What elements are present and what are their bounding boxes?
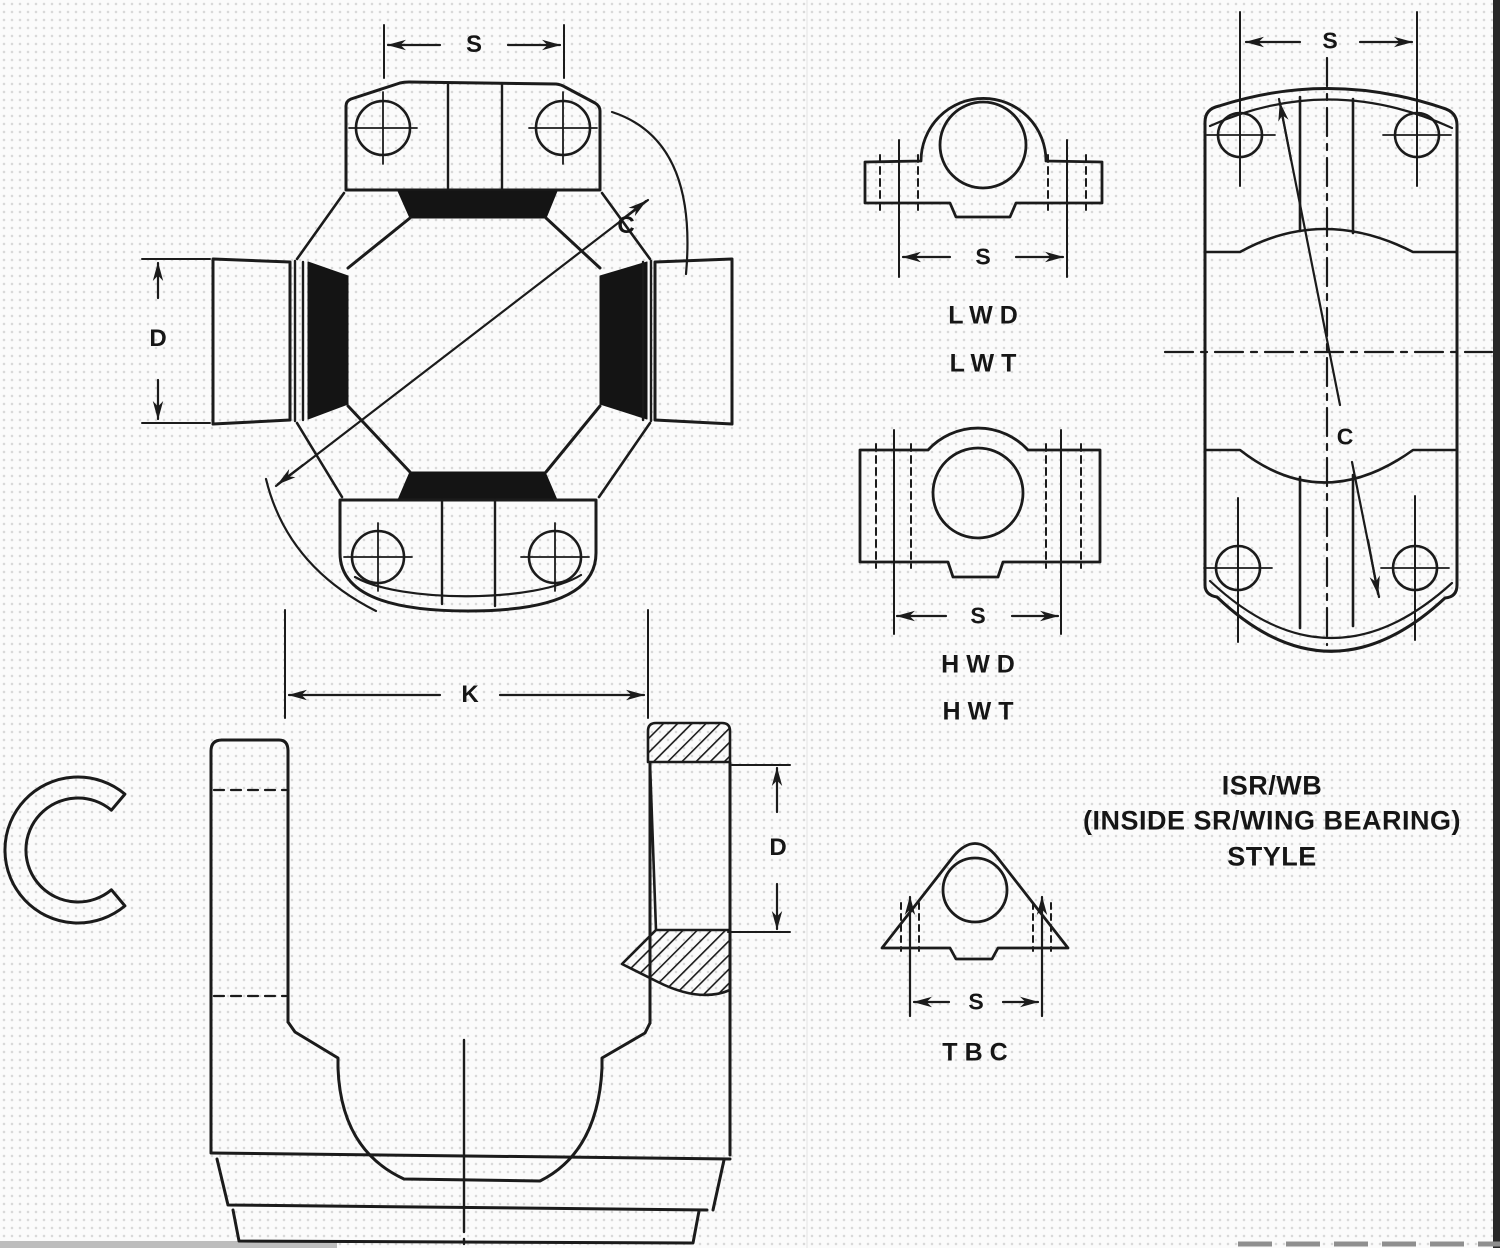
hwd-outline (858, 426, 1102, 579)
plate-bolt-centerlines-horizontal (1203, 134, 1452, 569)
scan-edge-bar (1493, 0, 1500, 1248)
snap-ring-outline (3, 775, 127, 925)
dim-label-k-main: K (461, 681, 479, 708)
top-cap-outline (344, 80, 602, 192)
top-cap-bolt-crosshairs (348, 91, 598, 165)
dim-s-extension-lines (383, 24, 565, 79)
dim-label-s-tbc: S (968, 988, 984, 1015)
isr-wb-title-line3: STYLE (1227, 841, 1317, 872)
caption-hwd: HWD (941, 650, 1022, 679)
hwd-hwt-style-view (858, 426, 1102, 635)
plate-dim-c-arrow-down (1366, 538, 1380, 596)
dim-label-c-plate: C (1336, 423, 1354, 450)
lwd-dim-extension-lines (898, 139, 1068, 278)
caption-hwt: HWT (942, 697, 1021, 726)
trunnion-shoulders (295, 191, 652, 499)
lwd-bolt-hidden-lines (879, 154, 1087, 213)
scan-strip-left (0, 1241, 337, 1248)
plate-bottom-inner-arc (1208, 579, 1454, 640)
lwd-outline (863, 97, 1104, 219)
plate-lower-split-line (1203, 448, 1459, 484)
yoke-base-band2 (231, 1208, 701, 1245)
plate-center-channel (1298, 95, 1355, 630)
plate-upper-split-line (1203, 227, 1459, 254)
dim-label-s-main: S (465, 31, 483, 58)
isr-wb-title-line1: ISR/WB (1221, 770, 1323, 801)
snap-ring (3, 775, 127, 925)
seal-band-right (599, 261, 648, 420)
dim-label-s-plate: S (1322, 27, 1338, 54)
dim-k-extension-lines (284, 609, 649, 719)
seal-band-top (397, 190, 558, 219)
caption-tbc: TBC (942, 1038, 1015, 1067)
left-cup-outline (211, 257, 292, 426)
yoke-section-view (209, 721, 791, 1248)
hwd-bolt-hidden-lines (875, 443, 1082, 569)
right-cup-rings (641, 259, 653, 423)
dim-label-d-yoke: D (769, 834, 787, 861)
snap-ring-groove-section-top (646, 721, 732, 764)
yoke-inner-cup (286, 1020, 652, 1183)
universal-joint-cross-view (141, 24, 734, 719)
lwd-lwt-style-view (863, 97, 1104, 278)
yoke-outer-left-wall (209, 738, 224, 1154)
yoke-base-top-edge (209, 1151, 732, 1161)
plate-dim-c-diagonal (1277, 97, 1381, 599)
dim-c-diagonal (274, 198, 650, 488)
dim-label-s-hwd: S (970, 602, 986, 629)
caption-lwt: LWT (949, 349, 1024, 378)
top-cap-splits (446, 82, 504, 192)
page-seam (806, 0, 808, 1248)
yoke-base-band1 (215, 1157, 726, 1212)
bottom-cap-splits (440, 498, 497, 608)
dim-label-c-main: C (617, 212, 635, 239)
plate-dim-c-arrow-up (1278, 101, 1293, 162)
plate-bolt-centerlines-vertical (1237, 11, 1418, 643)
seal-band-bottom (397, 471, 558, 501)
lwd-bearing-bore (938, 100, 1028, 190)
bottom-cap-outline (338, 498, 598, 613)
tbc-outline (880, 842, 1070, 961)
yoke-left-ear-top (220, 738, 290, 753)
yoke-ear-inner-slant (648, 761, 658, 932)
hwd-dim-extension-lines (893, 429, 1062, 635)
isr-wb-title-line2: (INSIDE SR/WING BEARING) (1082, 805, 1462, 836)
tbc-bearing-bore (941, 856, 1009, 924)
plate-outline (1203, 87, 1459, 653)
body-neck-diagonals (346, 216, 602, 474)
right-cup-outline (653, 257, 734, 426)
dim-c-arrow-top (618, 199, 648, 223)
hwd-bearing-bore (931, 446, 1025, 540)
tbc-style-view (880, 842, 1070, 1018)
caption-lwd: LWD (948, 301, 1025, 330)
bottom-cap-bolt-crosshairs (343, 522, 590, 592)
tbc-bolt-hidden-lines (900, 902, 1052, 952)
dim-d2-extension-lines (727, 764, 791, 933)
dim-c-arc-bottom (264, 477, 378, 613)
dim-label-d-main: D (149, 325, 167, 352)
isr-wb-plate-view (1163, 11, 1494, 653)
bearing-bore-section-bottom (620, 928, 732, 997)
dim-label-s-lwd: S (975, 243, 991, 270)
dim-c-arrow-bottom (276, 463, 305, 486)
left-cup-rings (293, 259, 305, 423)
bottom-cap-inner-arc (353, 573, 583, 598)
dim-d-extension-lines (141, 258, 211, 424)
seal-band-left (307, 261, 349, 420)
dim-c-arc-top (610, 110, 689, 276)
